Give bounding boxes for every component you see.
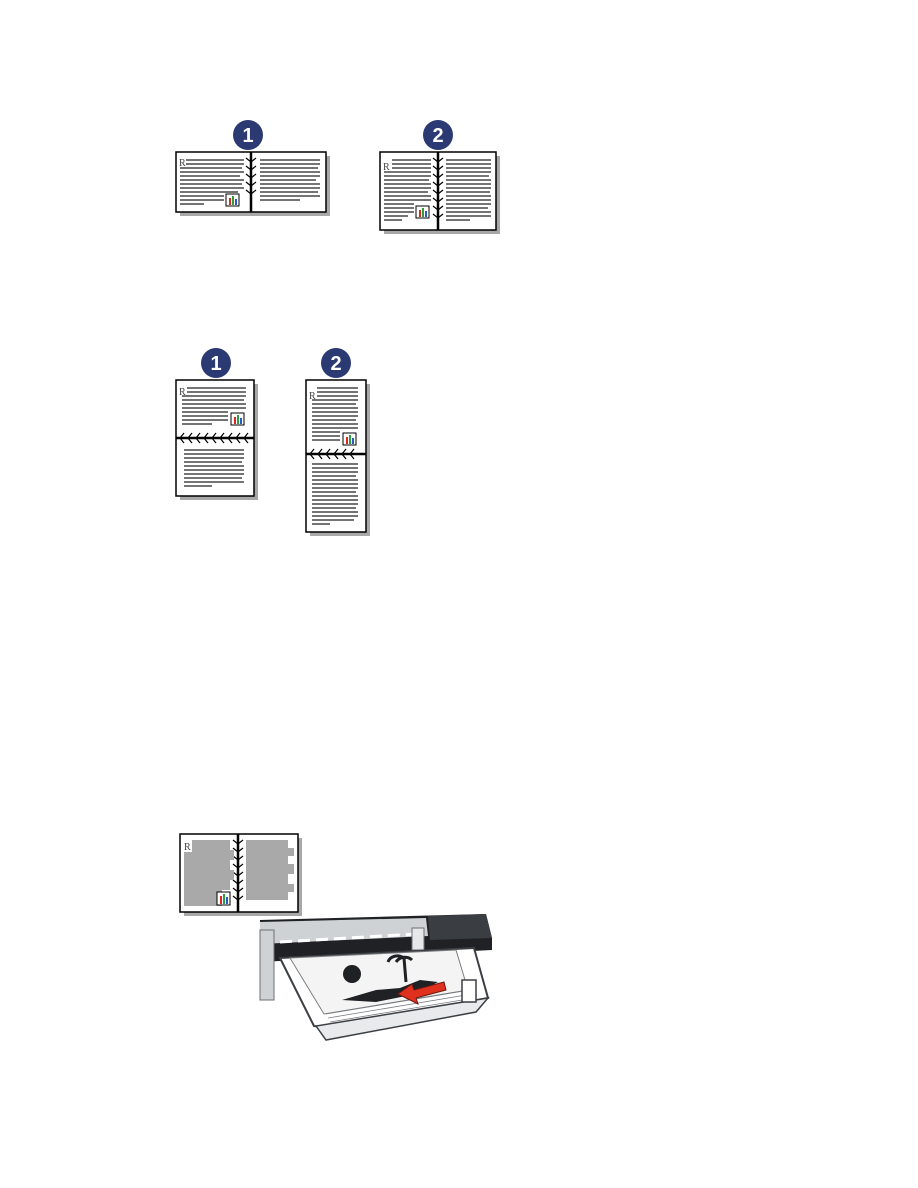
book-spread-landscape-2: R xyxy=(379,151,500,234)
text-lines-right xyxy=(446,159,491,221)
insert-arrow-icon xyxy=(397,981,447,1005)
spiral-binding-icon xyxy=(179,432,249,444)
figure-reload-paper: R xyxy=(176,830,496,1045)
printed-spread-gray: R xyxy=(179,833,302,916)
text-lines-right xyxy=(260,159,320,201)
text-lines-left xyxy=(384,159,431,221)
text-lines-top xyxy=(312,387,358,441)
book-spread-portrait-2: R xyxy=(305,379,370,536)
badge-number-1: 1 xyxy=(210,353,221,375)
text-lines-top xyxy=(182,387,246,425)
bar-chart-icon xyxy=(230,412,245,426)
numbered-circle-icon xyxy=(321,348,351,378)
numbered-circle-icon xyxy=(233,120,263,150)
bar-chart-icon xyxy=(342,432,357,446)
step-badge-1: 1 xyxy=(233,120,263,150)
bar-chart-icon xyxy=(415,205,430,219)
bar-chart-icon xyxy=(225,193,240,207)
badge-number-2: 2 xyxy=(330,353,341,375)
island-silhouette-icon xyxy=(342,980,438,1002)
spiral-binding-icon xyxy=(245,157,257,195)
sun-silhouette-icon xyxy=(343,965,361,983)
svg-text:R: R xyxy=(179,158,186,169)
text-lines-bottom xyxy=(184,449,244,487)
spiral-binding-icon xyxy=(232,839,244,901)
badge-number-2: 2 xyxy=(432,125,443,147)
bar-chart-icon xyxy=(216,891,231,906)
book-spread-landscape-1: R xyxy=(175,151,330,216)
printer-illustration xyxy=(259,914,492,1041)
numbered-circle-icon xyxy=(423,120,453,150)
step-badge-1: 1 xyxy=(201,348,231,378)
svg-text:R: R xyxy=(179,387,186,398)
side-binding-illustration: 1 2 R xyxy=(175,120,500,234)
spiral-binding-icon xyxy=(432,157,444,219)
text-lines-bottom xyxy=(312,463,358,525)
printed-text-block-left xyxy=(184,840,234,906)
figure-side-binding: 1 2 R xyxy=(170,118,510,238)
svg-text:R: R xyxy=(383,162,390,173)
printed-text-block-right xyxy=(246,840,294,900)
step-badge-2: 2 xyxy=(423,120,453,150)
book-spread-portrait-1: R xyxy=(175,379,258,500)
step-badge-2: 2 xyxy=(321,348,351,378)
badge-number-1: 1 xyxy=(242,125,253,147)
svg-text:R: R xyxy=(184,842,191,853)
figure-top-binding: 1 2 R xyxy=(170,346,380,541)
text-lines-left xyxy=(180,159,244,205)
reload-paper-illustration: R xyxy=(179,833,492,1041)
svg-text:R: R xyxy=(309,391,316,402)
palm-tree-icon xyxy=(386,954,414,983)
top-binding-illustration: 1 2 R xyxy=(175,348,370,536)
paper-guide xyxy=(461,979,477,1003)
numbered-circle-icon xyxy=(201,348,231,378)
spiral-binding-icon xyxy=(309,448,355,460)
